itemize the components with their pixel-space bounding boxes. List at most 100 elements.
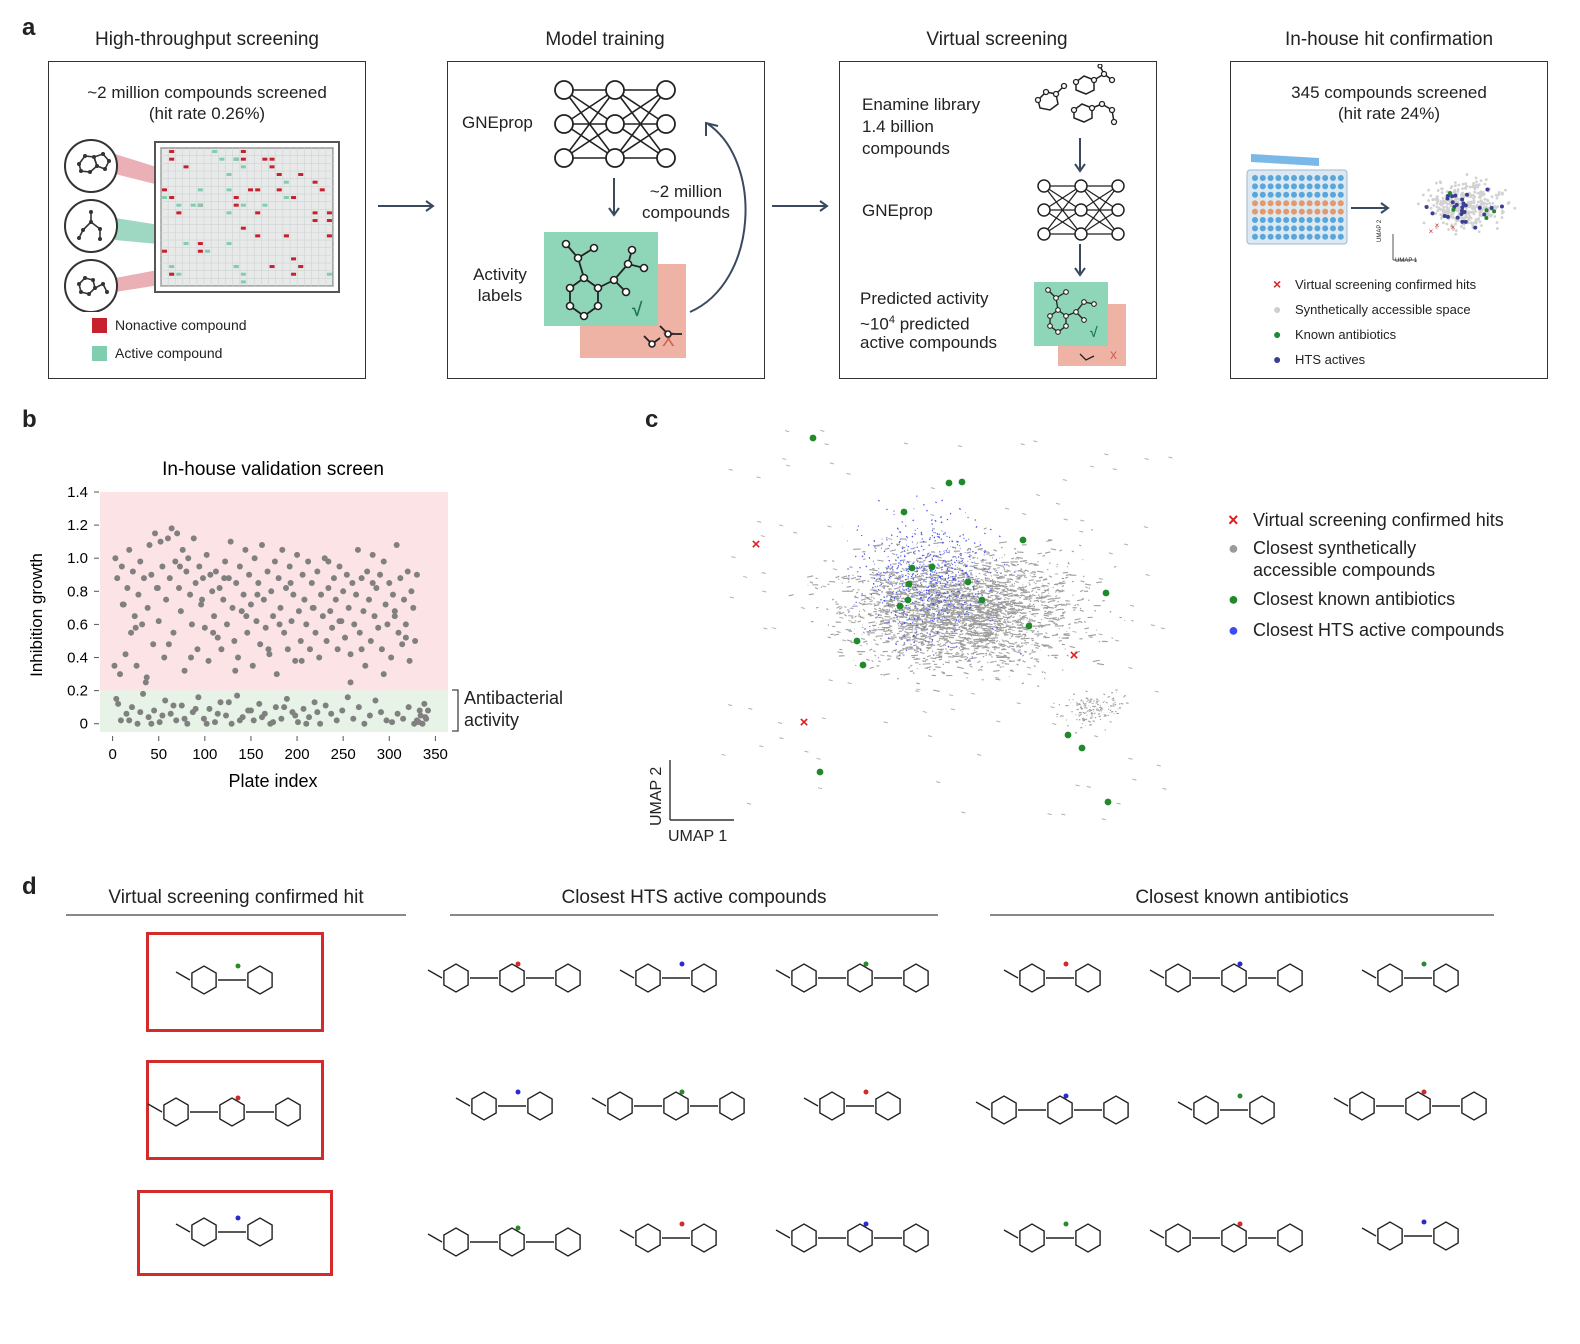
synthetic-point: [1044, 617, 1049, 620]
synthetic-point: [903, 442, 908, 445]
synthetic-point: [975, 575, 978, 578]
synthetic-point: [910, 577, 914, 580]
data-point: [194, 646, 201, 653]
synthetic-point: [1035, 586, 1041, 589]
nonactive-well: [169, 157, 175, 161]
synthetic-point: [892, 649, 898, 652]
synthetic-point: [1035, 591, 1038, 594]
synthetic-point: [995, 660, 997, 663]
synthetic-point: [901, 573, 904, 576]
active-well: [226, 211, 232, 215]
synthetic-point: [1054, 583, 1058, 586]
data-point: [236, 717, 243, 724]
plate-well: [1330, 200, 1336, 207]
synthetic-point: [866, 597, 872, 601]
synthetic-point: [958, 659, 962, 662]
plate-well: [1298, 175, 1305, 181]
synthetic-point: [925, 623, 928, 626]
synthetic-point: [970, 627, 975, 630]
known-antibiotic-point: [905, 580, 913, 588]
synthetic-point: [945, 623, 949, 626]
synthetic-point: [1031, 587, 1036, 590]
synthetic-point: [1047, 813, 1052, 816]
hts-active-point: [901, 583, 904, 585]
hts-active-point: [903, 642, 906, 644]
hts-active-point: [934, 519, 937, 522]
thumb-point: [1513, 206, 1517, 210]
synthetic-point: [982, 564, 988, 567]
thumb-hts-point: [1445, 196, 1450, 201]
data-point: [412, 637, 419, 644]
active-well: [240, 272, 246, 276]
synthetic-point: [993, 620, 998, 623]
hts-active-point: [917, 616, 920, 619]
thumb-hts-point: [1462, 209, 1467, 214]
col-rule-2: [450, 914, 938, 916]
synthetic-point: [1060, 582, 1066, 585]
synthetic-point: [908, 592, 914, 595]
synthetic-point: [824, 443, 829, 446]
synthetic-point: [857, 620, 861, 623]
plate-well: [1267, 217, 1274, 223]
data-point: [140, 690, 147, 697]
synthetic-point: [1084, 583, 1091, 586]
nonactive-well: [240, 157, 246, 161]
synthetic-point: [1055, 588, 1059, 591]
plate-well: [1283, 200, 1290, 207]
synthetic-point: [845, 628, 852, 631]
synthetic-point: [999, 659, 1001, 662]
synthetic-point: [990, 589, 997, 593]
synthetic-point: [908, 563, 911, 566]
data-point: [176, 585, 183, 591]
hts-active-point: [917, 567, 919, 570]
data-point: [225, 699, 232, 706]
check-mark: √: [632, 300, 643, 321]
synthetic-point: [1011, 642, 1015, 645]
data-point: [318, 591, 325, 598]
synthetic-point: [926, 614, 931, 617]
nonactive-well: [319, 188, 325, 192]
synthetic-point: [983, 618, 988, 621]
synthetic-point: [993, 549, 998, 552]
synthetic-point: [850, 576, 857, 580]
synthetic-point: [894, 608, 897, 610]
synthetic-point: [1021, 654, 1025, 657]
synthetic-point: [1017, 602, 1021, 605]
data-point: [281, 629, 288, 636]
hts-active-point: [952, 556, 954, 558]
synthetic-point: [838, 612, 845, 615]
synthetic-point: [1092, 705, 1096, 708]
col-header-confirmed-hit: Virtual screening confirmed hit: [108, 887, 364, 908]
synthetic-point: [996, 580, 1001, 583]
synthetic-point: [827, 624, 830, 627]
hts-active-point: [959, 535, 961, 537]
synthetic-point: [1017, 605, 1020, 607]
data-point: [137, 709, 144, 716]
synthetic-point: [1030, 657, 1033, 659]
molecule-structure: [427, 961, 581, 993]
hts-active-point: [942, 559, 945, 562]
plate-well: [1322, 225, 1329, 232]
synthetic-point: [1062, 611, 1066, 614]
molecule-structure: [1333, 1089, 1487, 1121]
synthetic-point: [757, 520, 762, 523]
synthetic-point: [1076, 718, 1078, 721]
thumb-point: [1439, 181, 1443, 185]
synthetic-point: [1017, 619, 1020, 622]
synthetic-point: [965, 601, 967, 604]
synthetic-point: [976, 645, 981, 647]
hts-active-point: [936, 604, 939, 607]
synthetic-point: [969, 665, 973, 668]
synthetic-point: [861, 581, 864, 584]
synthetic-point: [966, 652, 970, 655]
synthetic-point: [1023, 650, 1027, 653]
synthetic-point: [1015, 580, 1019, 583]
structure-grid: [147, 961, 1487, 1257]
synthetic-point: [846, 472, 851, 475]
synthetic-point: [1028, 652, 1032, 655]
confirm-umap-axes: [1392, 234, 1417, 261]
synthetic-point: [972, 651, 978, 654]
data-point: [188, 621, 195, 628]
synthetic-point: [945, 648, 947, 650]
active-well: [176, 272, 182, 276]
